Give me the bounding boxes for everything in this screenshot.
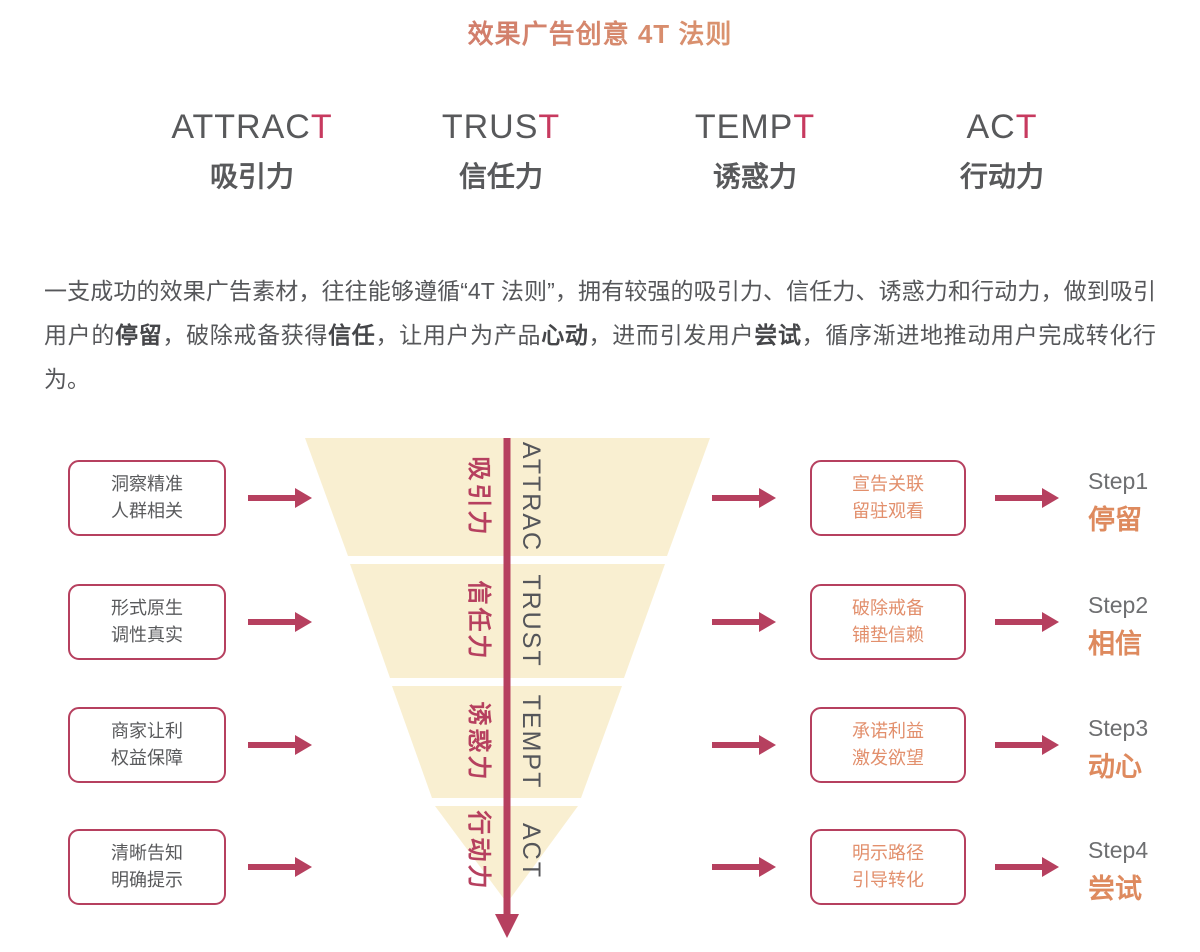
arrow-right-icon [995,612,1059,632]
left-box-trust-text: 形式原生调性真实 [111,595,183,649]
step-1-number: Step1 [1088,468,1149,494]
keyword-stay: 停留 [115,322,163,348]
left-box-act: 清晰告知明确提示 [68,829,226,905]
step-4: Step4 尝试 [1088,837,1148,906]
right-box-stay: 宣告关联留驻观看 [810,460,966,536]
right-box-try-text: 明示路径引导转化 [852,840,924,894]
step-4-word: 尝试 [1088,874,1142,904]
step-3: Step3 动心 [1088,715,1148,784]
right-box-stay-text: 宣告关联留驻观看 [852,471,924,525]
page-title: 效果广告创意 4T 法则 [0,14,1200,51]
step-1-word: 停留 [1088,505,1142,535]
step-3-word: 动心 [1088,752,1142,782]
pillar-trust: TRUST 信任力 [442,108,560,195]
right-box-believe-text: 破除戒备铺垫信赖 [852,595,924,649]
paragraph-segment: ，进而引发用户 [588,322,755,348]
left-box-tempt-line2: 权益保障 [111,748,183,768]
step-2-word: 相信 [1088,629,1142,659]
pillar-trust-en-prefix: TRUS [441,108,539,146]
pillar-act: ACT 行动力 [960,108,1044,195]
pillar-attract-en-red-t: T [310,108,333,146]
step-2: Step2 相信 [1088,592,1148,661]
arrow-right-icon [712,735,776,755]
funnel-label-zh-trust: 信任力 [465,581,493,662]
right-box-desire-text: 承诺利益激发欲望 [852,718,924,772]
keyword-try: 尝试 [754,322,802,348]
left-box-act-line2: 明确提示 [111,870,183,890]
left-box-attract-text: 洞察精准人群相关 [111,471,183,525]
right-box-believe-line2: 铺垫信赖 [852,625,924,645]
step-3-number: Step3 [1088,715,1149,741]
step-2-number: Step2 [1088,592,1149,618]
left-box-tempt-line1: 商家让利 [111,721,183,741]
pillar-attract-en: ATTRACT [171,108,332,147]
left-box-trust-line2: 调性真实 [111,625,183,645]
arrow-right-icon [248,857,312,877]
arrow-right-icon [712,612,776,632]
arrow-right-icon [712,857,776,877]
left-box-trust-line1: 形式原生 [111,598,183,618]
right-box-desire-line1: 承诺利益 [852,721,924,741]
pillar-trust-en-red-t: T [538,108,561,146]
right-box-believe-line1: 破除戒备 [852,598,924,618]
funnel-label-zh-act: 行动力 [465,810,493,892]
pillar-tempt-en: TEMPT [695,108,815,147]
keyword-trust: 信任 [328,322,376,348]
arrow-right-icon [712,488,776,508]
arrow-right-icon [995,735,1059,755]
pillar-attract: ATTRACT 吸引力 [171,108,332,195]
left-box-tempt-text: 商家让利权益保障 [111,718,183,772]
funnel-label-en-tempt: TEMPT [517,695,545,790]
left-box-attract-line2: 人群相关 [111,501,183,521]
left-box-attract: 洞察精准人群相关 [68,460,226,536]
keyword-moved: 心动 [541,322,589,348]
funnel-label-zh-attract: 吸引力 [465,457,492,538]
right-box-desire-line2: 激发欲望 [852,748,924,768]
left-box-act-line1: 清晰告知 [111,843,183,863]
pillar-tempt: TEMPT 诱惑力 [695,108,815,195]
pillar-trust-zh: 信任力 [458,161,543,192]
funnel-label-en-trust: TRUST [517,574,545,667]
pillar-tempt-zh: 诱惑力 [712,161,798,192]
right-box-try: 明示路径引导转化 [810,829,966,905]
pillar-tempt-en-prefix: TEMP [694,108,794,146]
funnel-axis-arrowhead-icon [495,914,519,938]
paragraph-segment: ，破除戒备获得 [162,322,329,348]
step-4-number: Step4 [1088,837,1149,863]
left-box-act-text: 清晰告知明确提示 [111,840,183,894]
paragraph-segment: 一支成功的效果广告素材，往往能够遵循“4T 法则”，拥有较强的吸引力、信任力、诱… [44,278,1156,348]
pillar-attract-zh: 吸引力 [209,161,295,192]
left-box-trust: 形式原生调性真实 [68,584,226,660]
right-box-try-line2: 引导转化 [852,870,924,890]
pillar-act-en-red-t: T [1015,108,1038,146]
right-box-try-line1: 明示路径 [852,843,924,863]
funnel-label-en-act: ACT [517,823,545,879]
pillar-act-en-prefix: AC [966,108,1016,146]
right-box-stay-line1: 宣告关联 [852,474,924,494]
pillar-tempt-en-red-t: T [793,108,816,146]
pillar-act-zh: 行动力 [959,161,1045,192]
pillar-trust-en: TRUST [442,108,560,147]
left-box-tempt: 商家让利权益保障 [68,707,226,783]
arrow-right-icon [248,612,312,632]
intro-paragraph: 一支成功的效果广告素材，往往能够遵循“4T 法则”，拥有较强的吸引力、信任力、诱… [44,269,1156,401]
arrow-right-icon [995,488,1059,508]
right-box-believe: 破除戒备铺垫信赖 [810,584,966,660]
paragraph-segment: ，让用户为产品 [375,322,542,348]
step-1: Step1 停留 [1088,468,1148,537]
right-box-stay-line2: 留驻观看 [852,501,924,521]
arrow-right-icon [248,735,312,755]
paragraph-segment: ，循序渐进地推动用户完成转化行为。 [44,322,1157,392]
arrow-right-icon [248,488,312,508]
pillar-act-en: ACT [960,108,1044,147]
funnel-label-zh-tempt: 诱惑力 [465,702,493,783]
funnel-diagram: 吸引力 信任力 诱惑力 行动力 ATTRAC TRUST TEMPT ACT [305,438,710,938]
left-box-attract-line1: 洞察精准 [111,474,183,494]
pillar-attract-en-prefix: ATTRAC [171,108,311,146]
arrow-right-icon [995,857,1059,877]
funnel-label-en-attract: ATTRAC [517,442,545,552]
right-box-desire: 承诺利益激发欲望 [810,707,966,783]
